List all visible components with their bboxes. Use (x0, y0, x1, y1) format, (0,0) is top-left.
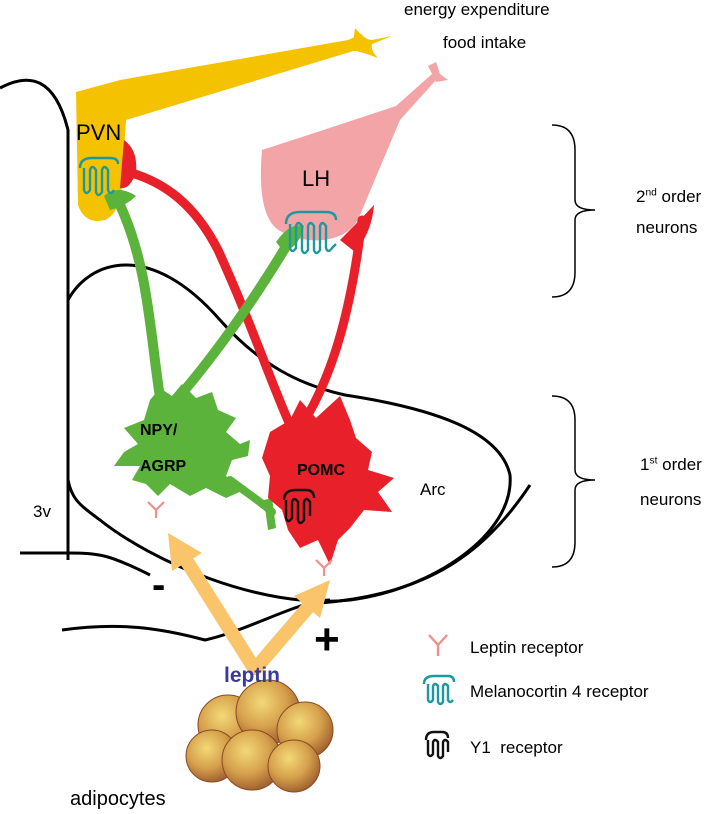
adipocytes-image (185, 679, 334, 793)
pvn-axon-terminal (352, 28, 392, 58)
npy-terminal-pomc (264, 498, 276, 530)
label-lh: LH (302, 166, 331, 191)
label-energy-expenditure: energy expenditure (404, 0, 550, 19)
pvn-neuron (76, 34, 365, 221)
bracket-first-order (551, 395, 596, 568)
label-second-order: 2nd order (636, 187, 701, 207)
label-food-intake: food intake (443, 33, 527, 52)
sign-plus: + (314, 615, 340, 664)
lh-neuron (260, 74, 436, 241)
second-order-number: 2 (636, 187, 646, 206)
label-adipocytes: adipocytes (70, 788, 166, 810)
ventricle-floor (20, 551, 151, 577)
mc4r-icon-lh (284, 210, 338, 255)
label-third-ventricle: 3v (33, 502, 51, 521)
legend-y1-receptor-label: Y1 receptor (470, 738, 563, 757)
legend-mc4-receptor-label: Melanocortin 4 receptor (470, 682, 649, 701)
label-pomc: POMC (297, 462, 345, 479)
mc4r-icon-pvn (78, 156, 120, 197)
first-order-word: order (657, 455, 702, 474)
brain-outline-outer (0, 78, 70, 560)
pomc-terminal-lh (340, 205, 374, 252)
label-pvn: PVN (76, 120, 122, 145)
pomc-neuron (262, 396, 394, 565)
first-order-number: 1 (640, 455, 650, 474)
npy-projection-to-pvn (115, 200, 167, 415)
legend-leptin-receptor-label: Leptin receptor (470, 638, 584, 657)
sign-minus: - (152, 563, 166, 607)
first-order-suffix: st (649, 455, 658, 467)
label-leptin: leptin (224, 664, 280, 687)
median-eminence-line (319, 484, 532, 605)
leptin-arrow-to-npy (168, 533, 261, 675)
label-arc: Arc (420, 480, 446, 499)
label-first-order-neurons: neurons (640, 490, 702, 509)
npy-terminal-pvn (104, 190, 136, 210)
arcuate-boundary (66, 263, 512, 603)
pomc-terminal-pvn (120, 140, 137, 189)
lh-axon-terminal (428, 62, 448, 82)
second-order-word: order (656, 187, 702, 206)
leptin-receptor-icon-npy (147, 501, 165, 518)
label-agrp: AGRP (140, 458, 187, 475)
npy-agrp-neuron (114, 384, 250, 498)
pomc-projection-to-pvn (123, 167, 295, 430)
npy-projection-to-lh (167, 235, 295, 410)
pomc-projection-to-lh (297, 215, 367, 430)
legend-y1-receptor-icon (424, 730, 450, 760)
label-npy: NPY/ (140, 422, 178, 439)
leptin-receptor-icon-pomc (315, 559, 333, 576)
legend-leptin-receptor-icon (428, 634, 448, 656)
label-second-order-neurons: neurons (636, 218, 698, 237)
legend-mc4-receptor-icon (422, 674, 456, 706)
bracket-second-order (551, 124, 596, 298)
bottom-outline (61, 598, 331, 642)
second-order-suffix: nd (645, 187, 657, 199)
leptin-arrow-to-pomc (249, 580, 330, 675)
y1r-icon-pomc (282, 488, 316, 525)
label-first-order: 1st order (640, 455, 702, 475)
